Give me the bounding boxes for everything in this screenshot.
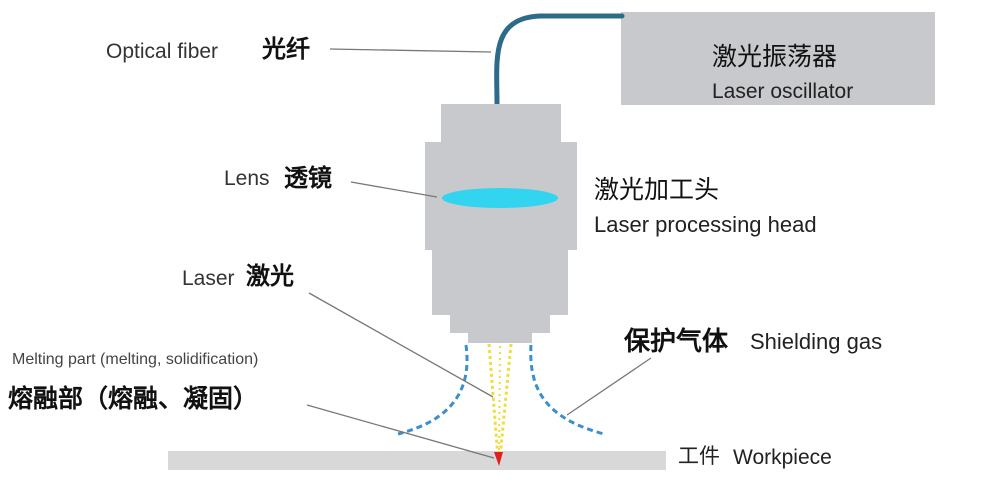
nozzle [468, 333, 532, 343]
melting-part-label-zh: 熔融部（熔融、凝固） [8, 384, 259, 413]
workpiece-label-zh: 工件 [678, 444, 720, 468]
leader-line-shielding-gas [566, 357, 652, 416]
optical-fiber-label-zh: 光纤 [262, 35, 310, 63]
leader-line-optical-fiber [329, 48, 492, 53]
shielding-gas-label-zh: 保护气体 [624, 327, 729, 357]
laser-beam-right-edge [498, 343, 513, 459]
laser-oscillator-box [621, 12, 935, 105]
optical-fiber-label-en: Optical fiber [106, 40, 219, 63]
shielding-gas-flow-left [397, 344, 469, 436]
oscillator-label-en: Laser oscillator [712, 80, 854, 103]
optical-fiber-cable [494, 13, 625, 107]
leader-line-melting-part [306, 404, 495, 459]
laser-beam-center [498, 345, 501, 456]
laser-label-en: Laser [182, 267, 235, 290]
oscillator-label-zh: 激光振荡器 [712, 42, 838, 71]
melting-point-marker [494, 452, 503, 466]
laser-label-zh: 激光 [246, 262, 294, 290]
lens-label-en: Lens [224, 167, 270, 190]
shielding-gas-label-en: Shielding gas [750, 329, 883, 354]
leader-line-lens [350, 181, 438, 198]
leader-line-laser [308, 292, 494, 398]
lens-label-zh: 透镜 [284, 164, 332, 192]
processing-head-label-zh: 激光加工头 [594, 175, 720, 204]
processing-head-label-en: Laser processing head [594, 212, 817, 237]
lens-element [442, 188, 558, 208]
laser-beam-left-edge [487, 343, 500, 459]
workpiece-plate [168, 451, 666, 470]
shielding-gas-flow-right [529, 344, 605, 436]
laser-processing-head [425, 104, 577, 333]
workpiece-label-en: Workpiece [733, 446, 832, 469]
melting-part-label-en: Melting part (melting, solidification) [12, 351, 259, 368]
